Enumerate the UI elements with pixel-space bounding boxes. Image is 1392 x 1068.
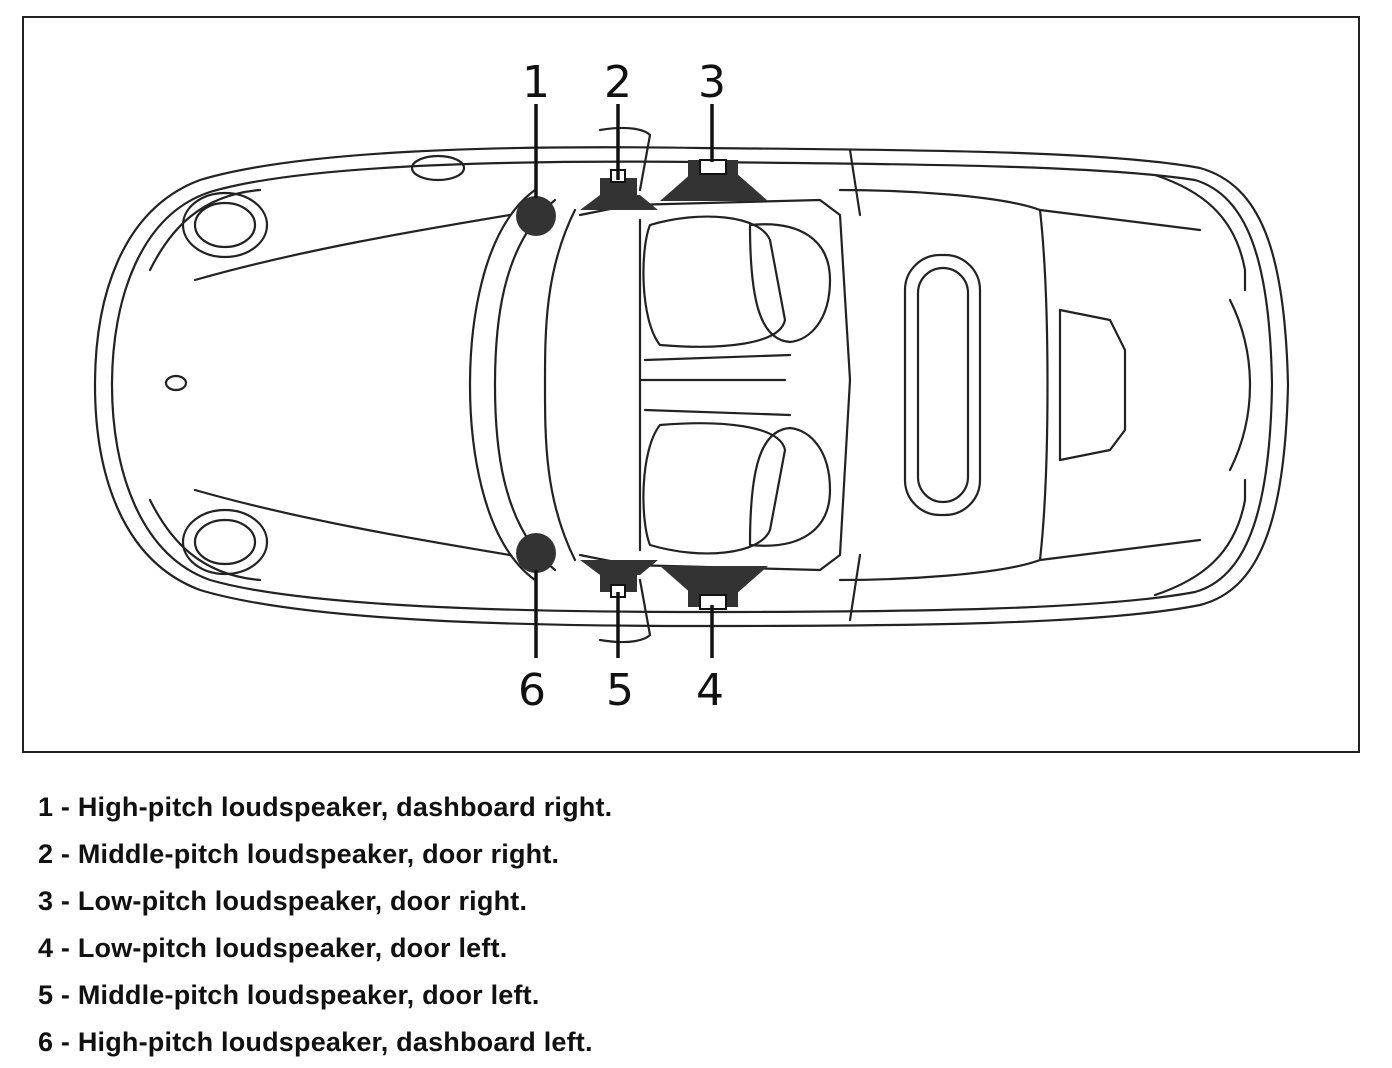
legend-text: Middle-pitch loudspeaker, door left. xyxy=(77,980,540,1010)
legend-text: Middle-pitch loudspeaker, door right. xyxy=(77,839,560,869)
car-speaker-diagram: 1 2 3 6 5 4 xyxy=(22,16,1360,753)
legend-text: Low-pitch loudspeaker, door right. xyxy=(77,886,528,916)
legend-item: 2 - Middle-pitch loudspeaker, door right… xyxy=(38,831,612,878)
callout-2: 2 xyxy=(604,57,632,108)
legend-separator: - xyxy=(53,839,78,869)
legend-item: 6 - High-pitch loudspeaker, dashboard le… xyxy=(38,1019,612,1066)
legend-number: 4 xyxy=(38,933,54,963)
speakers xyxy=(516,159,768,610)
legend-item: 4 - Low-pitch loudspeaker, door left. xyxy=(38,925,612,972)
rear-trunk xyxy=(903,253,982,517)
legend-separator: - xyxy=(53,792,78,822)
legend-text: High-pitch loudspeaker, dashboard right. xyxy=(77,792,613,822)
legend-separator: - xyxy=(53,980,78,1010)
speaker-4-woofer xyxy=(660,566,768,610)
legend-number: 1 xyxy=(38,792,54,822)
headlight-right xyxy=(181,191,269,259)
speaker-6-tweeter xyxy=(516,533,556,573)
legend-number: 3 xyxy=(38,886,54,916)
seat-left xyxy=(642,422,787,555)
seat-right xyxy=(642,215,787,348)
headlight-left xyxy=(181,508,269,576)
legend-item: 3 - Low-pitch loudspeaker, door right. xyxy=(38,878,612,925)
legend-separator: - xyxy=(53,1027,78,1057)
car-outline-top-view xyxy=(93,126,1290,644)
callout-5: 5 xyxy=(606,665,634,716)
legend-separator: - xyxy=(53,933,78,963)
callout-1: 1 xyxy=(522,57,550,108)
legend-number: 5 xyxy=(38,980,54,1010)
speaker-2-midrange xyxy=(580,169,658,210)
legend-text: Low-pitch loudspeaker, door left. xyxy=(77,933,508,963)
legend-separator: - xyxy=(53,886,78,916)
callout-3: 3 xyxy=(698,57,726,108)
callout-6: 6 xyxy=(518,665,546,716)
speaker-legend: 1 - High-pitch loudspeaker, dashboard ri… xyxy=(38,784,612,1066)
legend-item: 5 - Middle-pitch loudspeaker, door left. xyxy=(38,972,612,1019)
speaker-3-woofer xyxy=(660,159,768,201)
callout-leaders xyxy=(534,104,714,658)
speaker-1-tweeter xyxy=(516,196,556,236)
legend-text: High-pitch loudspeaker, dashboard left. xyxy=(77,1027,593,1057)
speaker-5-midrange xyxy=(580,560,658,598)
diagram-frame xyxy=(22,16,1360,753)
callout-numbers: 1 2 3 6 5 4 xyxy=(518,57,726,716)
legend-number: 2 xyxy=(38,839,54,869)
legend-item: 1 - High-pitch loudspeaker, dashboard ri… xyxy=(38,784,612,831)
legend-number: 6 xyxy=(38,1027,54,1057)
callout-4: 4 xyxy=(696,665,724,716)
